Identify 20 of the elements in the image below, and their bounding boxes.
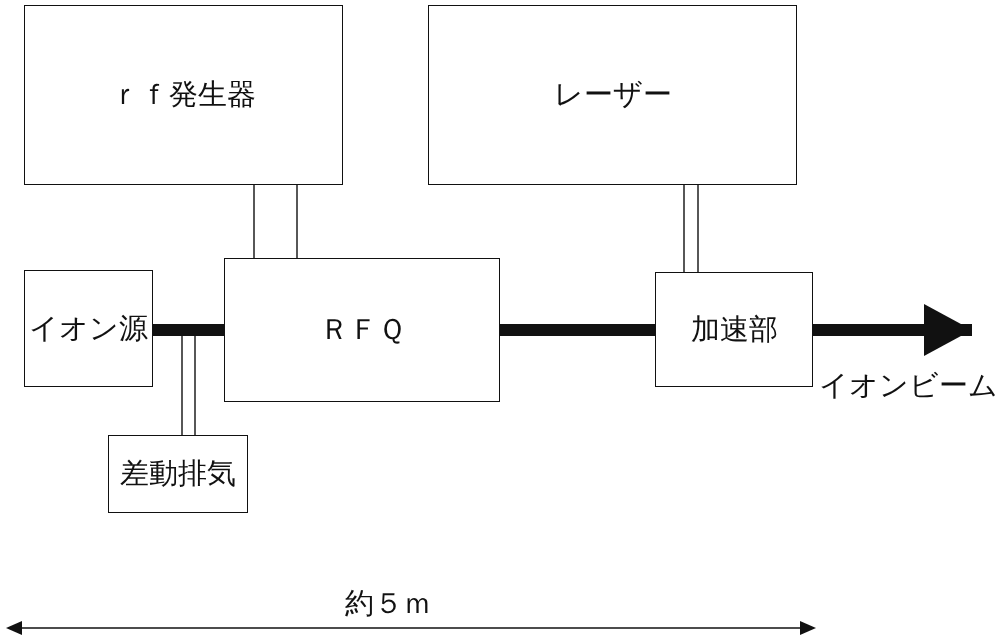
component-box [108, 435, 248, 513]
beam-line [500, 324, 655, 336]
component-box [655, 272, 813, 387]
box-label: 加速部 [690, 310, 778, 348]
box-label: 差動排気 [120, 455, 236, 492]
component-box [24, 270, 153, 387]
box-label: イオン源 [29, 309, 148, 347]
box-label: ＲＦＱ [320, 311, 404, 348]
component-box [224, 258, 500, 402]
double-line-connector [683, 184, 699, 273]
double-line-connector [253, 184, 298, 259]
beam-line [153, 324, 224, 336]
box-label: レーザー [553, 76, 672, 113]
component-box [24, 5, 343, 185]
box-label: ｒｆ発生器 [111, 76, 256, 113]
double-line-connector [181, 335, 196, 436]
edge-label: イオンビーム [819, 370, 998, 402]
beam-arrow [813, 304, 972, 356]
dimension-label: 約５ｍ [345, 588, 432, 620]
component-box [428, 5, 797, 185]
